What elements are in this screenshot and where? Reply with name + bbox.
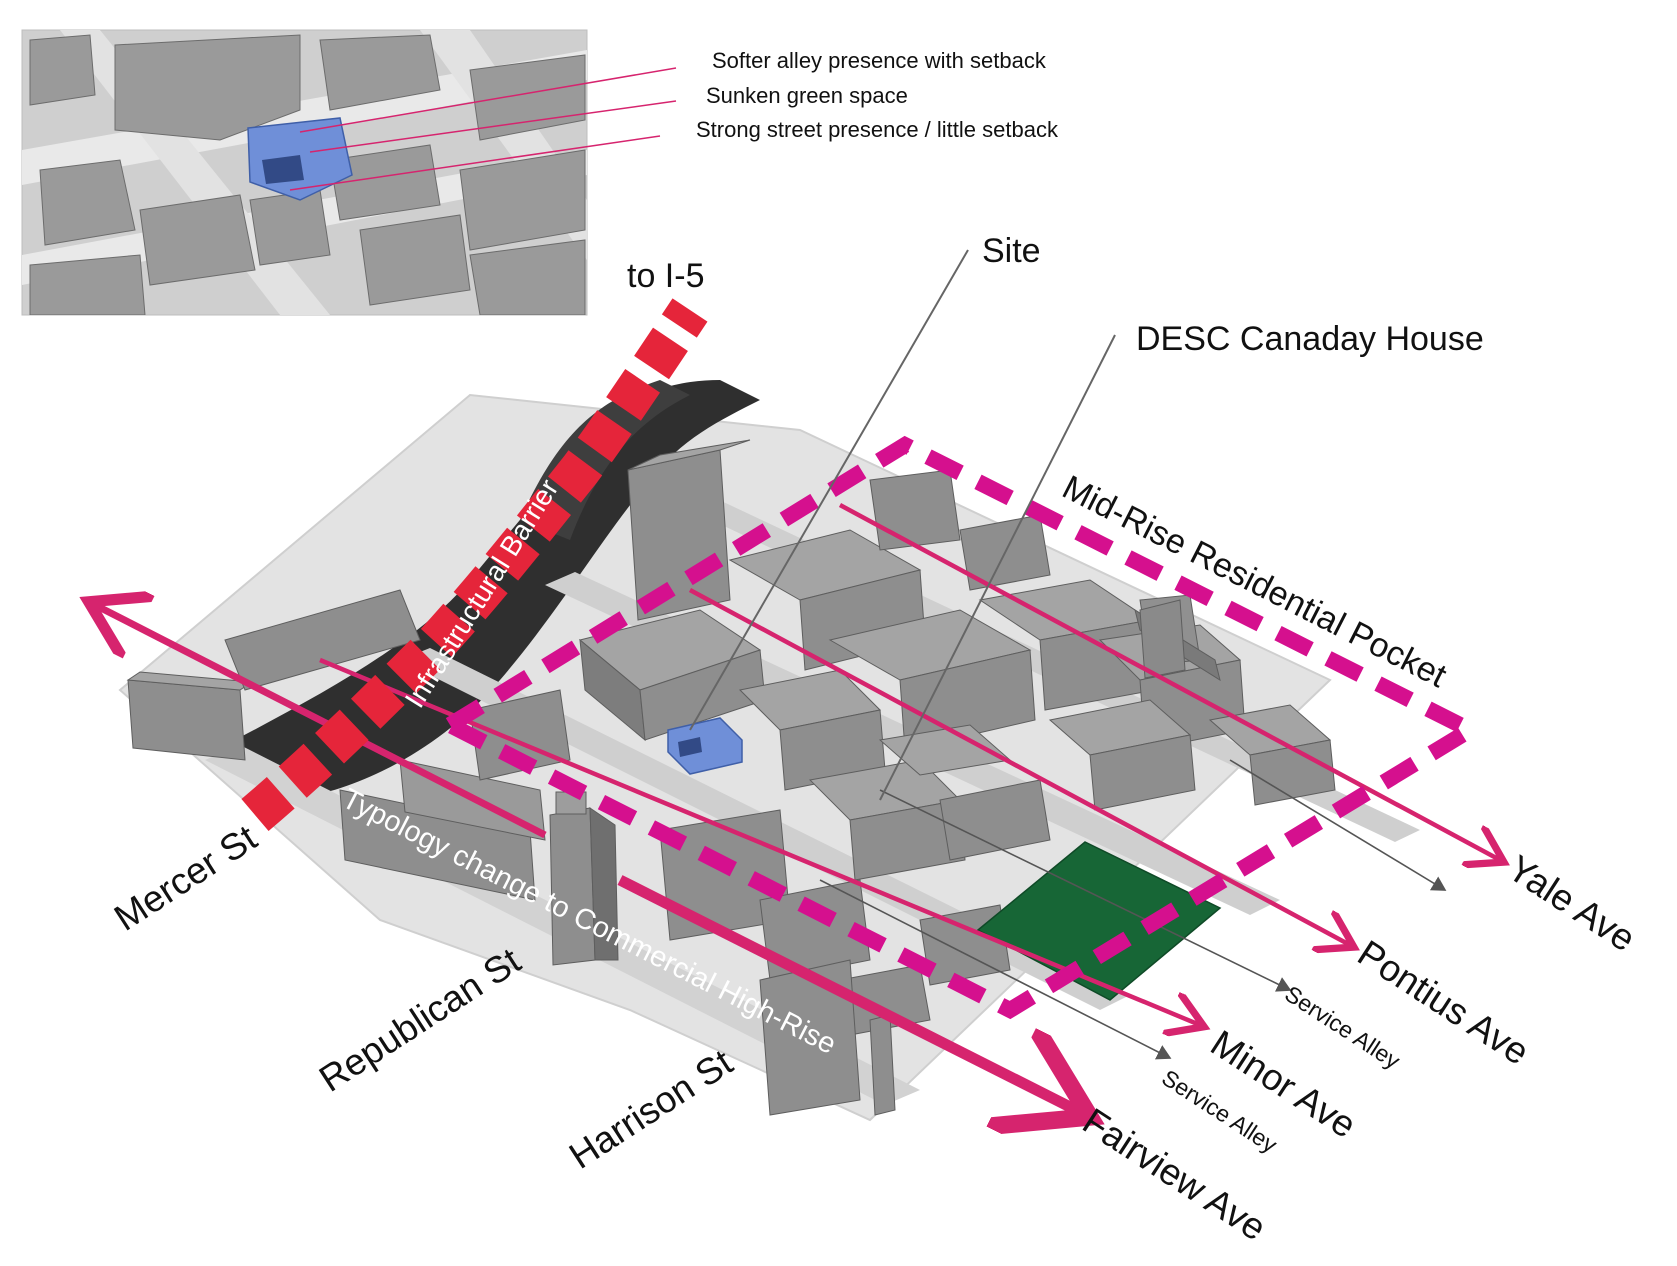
inset-label-street: Strong street presence / little setback [696,117,1059,142]
mercer-st-arrow [95,605,547,839]
desc-leader-line [879,334,1116,801]
service-alley-line-upper [879,789,1292,992]
inset-building [249,189,331,266]
mid-rise-pocket-outline [433,435,1487,1020]
tower-side [589,807,619,961]
yale-alley-line [1229,759,1447,891]
inset-building [459,149,586,251]
harrison-st-label: Harrison St [562,1041,740,1177]
inset-building [329,144,441,221]
inset-building [139,194,256,286]
building-block [224,589,421,691]
inset-building [319,34,441,111]
to-i5-label: to I-5 [627,257,704,295]
site-label: Site [982,232,1041,270]
site-building-recess [678,737,702,757]
inset-leader-line [299,67,677,133]
yale-ave-arrow [838,503,1500,860]
yale-ave-label: Yale Ave [1501,847,1643,959]
mercer-st-label: Mercer St [107,817,264,939]
site-building [667,717,743,775]
building-block [899,649,1036,751]
inset-building [469,239,586,315]
building-block [469,689,571,781]
infrastructural-barrier-band [241,298,708,832]
building-block [759,959,861,1116]
fairview-ave-arrow [617,875,1080,1112]
inset-leader-line [309,100,677,153]
inset-building [469,54,586,141]
building-block [1089,734,1196,811]
site-leader-line [689,249,969,731]
inset-building [29,34,96,106]
inset-label-alley: Softer alley presence with setback [712,48,1047,73]
inset-building [29,254,146,315]
main-map [95,249,1500,1120]
desc-canaday-label: DESC Canaday House [1136,320,1484,358]
building-block [127,679,246,761]
inset-label-green: Sunken green space [706,83,908,108]
tower-block [627,449,731,621]
inset-building [359,214,471,306]
service-alley-label-upper: Service Alley [1280,980,1405,1074]
building-block [869,1014,896,1116]
building-block [1249,739,1336,806]
inset-map: Softer alley presence with setback Sunke… [21,29,1059,316]
pontius-ave-arrow [688,588,1350,945]
residential-tower [1139,599,1186,679]
republican-st-label: Republican St [312,939,528,1099]
building-block [869,469,961,551]
freeway-ramp [520,380,690,540]
tower-roof [627,439,751,471]
inset-building [114,34,301,141]
service-alley-line-lower [819,879,1172,1060]
building-block [849,799,966,881]
building-block [939,779,1051,861]
inset-site-recess [262,155,304,184]
inset-building [39,159,136,246]
inset-leader-line [289,135,661,191]
